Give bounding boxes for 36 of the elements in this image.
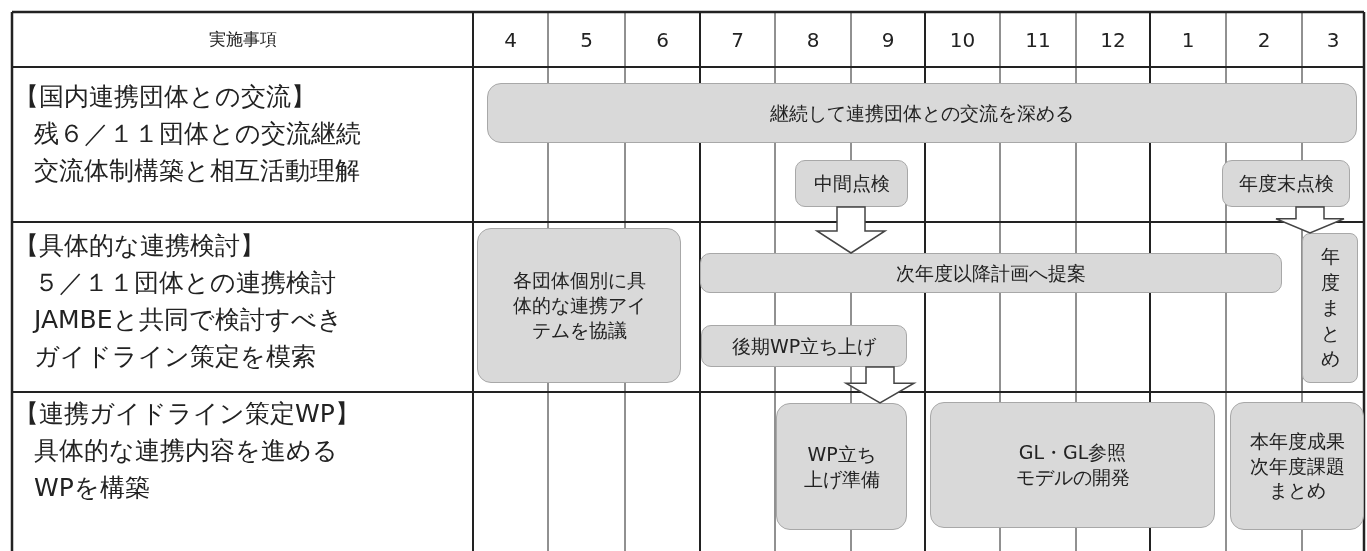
month-cell-text: 7 [730,26,745,54]
category-heading: 【連携ガイドライン策定WP】 [14,398,360,430]
block-arrow [814,206,888,254]
task-box: GL・GL参照モデルの開発 [930,402,1215,528]
bar: 次年度以降計画へ提案 [700,253,1282,293]
block-arrow [843,366,917,404]
block-arrow [1275,206,1345,234]
month-cell-text: 1 [1180,26,1196,54]
month-cell-text: 9 [880,26,896,54]
month-cell-text: 11 [1024,26,1052,54]
row-text: ５／１１団体との連携検討 [34,267,336,299]
bar: 後期WP立ち上げ [701,325,907,367]
month-cell-text: 3 [1325,26,1341,54]
task-box: 本年度成果次年度課題まとめ [1230,402,1364,530]
task-box: WP立ち上げ準備 [776,403,907,530]
row-text: JAMBEと共同で検討すべき [34,304,343,336]
month-cell-text: 5 [579,26,594,54]
milestone-box: 年度末点検 [1222,160,1350,207]
bar: 継続して連携団体との交流を深める [487,83,1357,143]
month-cell-text: 4 [503,26,518,54]
month-cell-text: 6 [655,26,670,54]
month-cell-text: 8 [805,26,821,54]
row-text: 残６／１１団体との交流継続 [34,118,361,150]
task-box: 年度まとめ [1302,233,1358,383]
category-heading: 【国内連携団体との交流】 [14,81,316,113]
row-text: ガイドライン策定を模索 [34,341,316,373]
row-text: WPを構築 [34,472,150,504]
category-heading: 【具体的な連携検討】 [14,230,265,262]
month-cell-text: 12 [1099,26,1127,54]
month-cell-text: 10 [948,26,977,54]
row-text: 具体的な連携内容を進める [34,435,338,467]
milestone-box: 中間点検 [795,160,908,207]
header-cell-text: 実施事項 [207,28,278,51]
task-box: 各団体個別に具体的な連携アイテムを協議 [477,228,681,383]
month-cell-text: 2 [1256,26,1272,54]
row-text: 交流体制構築と相互活動理解 [34,155,360,187]
